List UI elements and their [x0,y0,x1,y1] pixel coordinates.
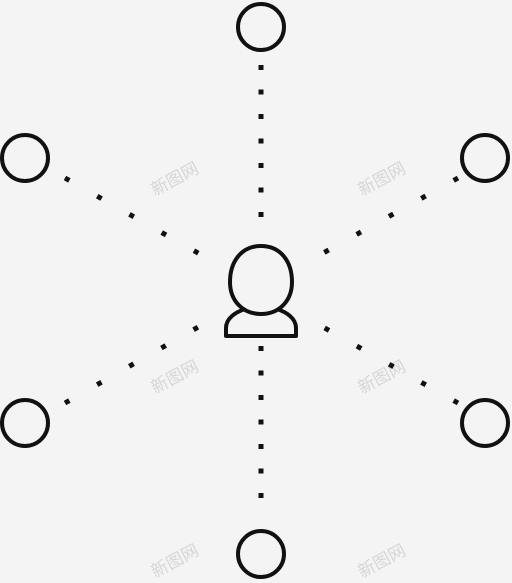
connector-top-left [63,175,216,265]
user-head [228,244,294,316]
circle-node-icon [236,529,286,579]
circle-node-icon [0,133,50,183]
watermark: 新图网 [148,541,202,583]
watermarks: 新图网 新图网 新图网 新图网 新图网 新图网 [148,159,409,583]
circle-node-icon [236,2,286,52]
watermark: 新图网 [355,541,409,583]
user-shoulders [224,307,298,338]
watermark: 新图网 [355,357,409,399]
circle-node-icon [460,133,510,183]
watermark: 新图网 [148,159,202,201]
circle-node-icon [460,398,510,448]
watermark: 新图网 [355,159,409,201]
connectors [63,65,460,516]
connector-bottom-right [305,315,460,406]
watermark: 新图网 [148,357,202,399]
user-icon [224,244,298,338]
circle-node-icon [0,398,50,448]
